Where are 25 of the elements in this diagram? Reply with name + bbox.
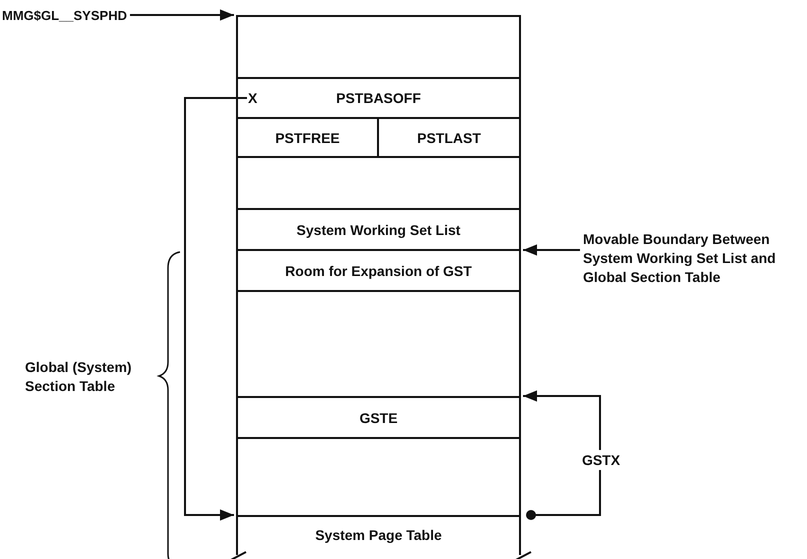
table-row (236, 437, 521, 517)
table-row (236, 156, 521, 210)
table-row (236, 290, 521, 398)
field-label: System Page Table (315, 527, 442, 543)
table-segment (236, 515, 521, 555)
arrow (130, 9, 234, 21)
table-row (236, 396, 521, 439)
field-label: Room for Expansion of GST (285, 262, 472, 278)
field-label: PSTFREE (275, 130, 340, 146)
arrow (523, 244, 580, 256)
field-label: PSTLAST (417, 130, 481, 146)
annotation-text: Movable Boundary Between System Working Set List and Global Section Table (583, 228, 807, 288)
table-row (236, 208, 521, 251)
table-row (236, 15, 521, 79)
arrow (184, 97, 247, 521)
field-label: System Working Set List (296, 222, 460, 238)
pointer-label: MMG$GL__SYSPHD (2, 5, 132, 25)
field-label: GSTE (359, 410, 398, 426)
field-label: PSTBASOFF (336, 90, 421, 106)
bracket-label: Global (System) Section Table (25, 358, 133, 396)
table-row (236, 249, 521, 292)
pointer-mark: X (248, 87, 264, 109)
edge-label: GSTX (584, 450, 618, 470)
table-row (236, 77, 521, 119)
arrow (523, 390, 601, 520)
